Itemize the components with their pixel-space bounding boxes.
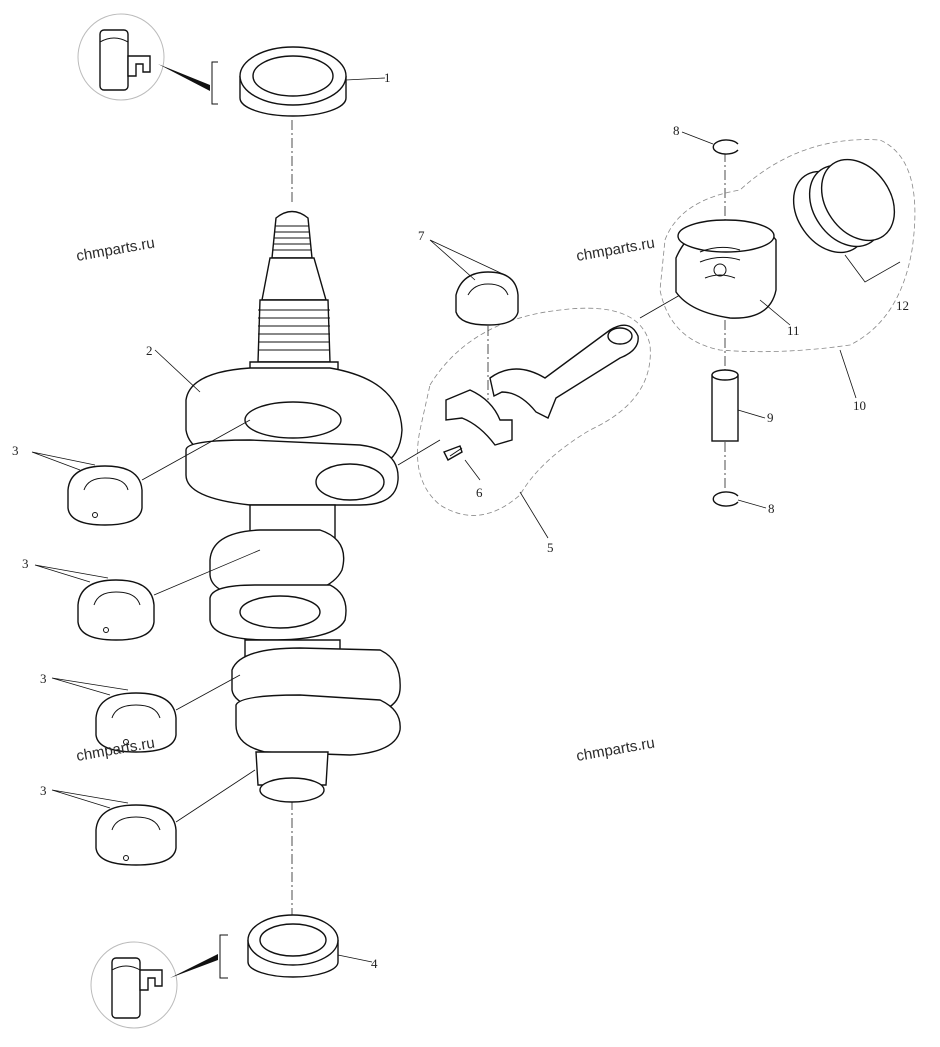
- piston-pin: [711, 369, 766, 442]
- piston: [675, 219, 791, 326]
- callout-3d: 3: [40, 783, 47, 798]
- rod-bearing-shell: [429, 239, 519, 400]
- callout-3c: 3: [40, 671, 47, 686]
- callout-10: 10: [853, 398, 866, 413]
- callout-8-bottom: 8: [768, 501, 775, 516]
- connecting-rod: [397, 294, 681, 539]
- callout-7: 7: [418, 228, 425, 243]
- callout-11: 11: [787, 323, 800, 338]
- main-bearing-shell-4: [51, 769, 256, 866]
- oil-seal-bottom: [247, 914, 373, 978]
- callout-4: 4: [371, 956, 378, 971]
- circlip-top: [681, 131, 739, 155]
- callout-9: 9: [767, 410, 774, 425]
- main-bearing-shell-2: [34, 549, 261, 641]
- piston-rings: [792, 158, 901, 283]
- main-bearing-shell-3: [51, 674, 241, 753]
- callout-3a: 3: [12, 443, 19, 458]
- crankshaft: [185, 210, 403, 803]
- circlip-bottom: [712, 491, 767, 509]
- callout-3b: 3: [22, 556, 29, 571]
- callout-6: 6: [476, 485, 483, 500]
- callout-1: 1: [384, 70, 391, 85]
- callout-5: 5: [547, 540, 554, 555]
- callout-2: 2: [146, 343, 153, 358]
- seal-detail-top: [77, 13, 218, 105]
- callout-12: 12: [896, 298, 909, 313]
- seal-detail-bottom: [90, 934, 228, 1029]
- callout-8-top: 8: [673, 123, 680, 138]
- oil-seal-top: [239, 46, 386, 117]
- main-bearing-shell-1: [31, 419, 251, 526]
